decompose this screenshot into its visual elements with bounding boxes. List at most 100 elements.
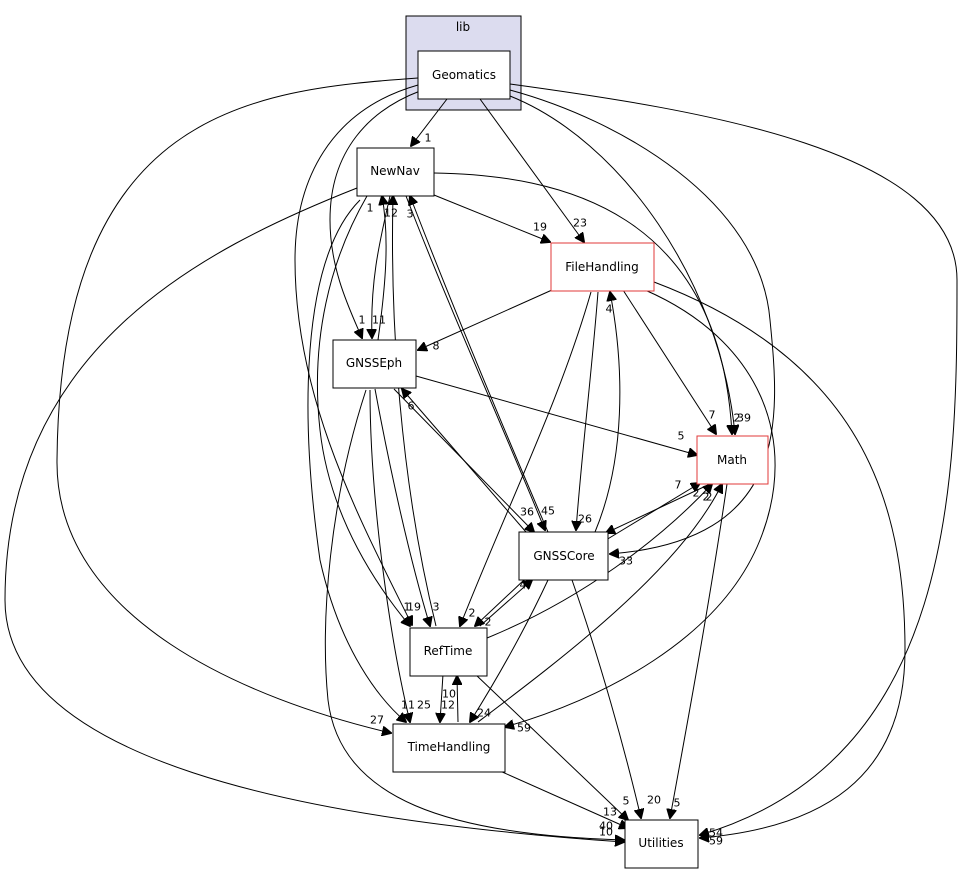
edge-newnav-gnsseph	[372, 195, 391, 338]
edge-label-newnav-math: 2	[734, 412, 741, 425]
node-filehandling[interactable]: FileHandling	[550, 242, 655, 292]
node-gnsseph[interactable]: GNSSEph	[332, 339, 417, 389]
edge-label-math-gnsscore: 7	[675, 479, 682, 492]
edge-label-time-util: 13	[603, 806, 617, 819]
edges	[4, 77, 958, 842]
edge-gnsscore-gnsseph	[402, 389, 527, 533]
node-geomatics-box	[417, 50, 511, 100]
node-filehandling-box	[550, 242, 655, 292]
edge-label-newnav-gnsseph: 11	[372, 314, 386, 327]
edge-geomatics-timehandling	[56, 77, 419, 733]
edge-label-gnsscore-util: 20	[647, 794, 661, 807]
edge-label-math-util: 5	[674, 797, 681, 810]
edge-label-gnsseph-time: 25	[417, 699, 431, 712]
edge-label-reftime-math: 2	[703, 491, 710, 504]
edge-filehandling-math	[622, 289, 716, 434]
edge-filehandling-timehandling	[505, 289, 776, 727]
edge-filehandling-gnsseph	[418, 289, 553, 350]
node-gnsseph-box	[332, 339, 417, 389]
node-utilities-box	[624, 819, 699, 869]
node-reftime-label: RefTime	[424, 644, 473, 658]
edge-newnav-timehandling	[307, 199, 406, 722]
node-utilities-label: Utilities	[638, 836, 683, 850]
edge-label-gnsscore-gnsseph: 6	[408, 400, 415, 413]
edge-gnsscore-math	[605, 483, 700, 541]
node-newnav-box	[356, 147, 435, 197]
edge-label-gnsseph-math: 5	[678, 430, 685, 443]
edge-label-newnav-gnsscore: 45	[541, 505, 555, 518]
edge-label-gnsscore-time: 24	[477, 707, 491, 720]
edge-label-newnav-util: 40	[599, 820, 613, 833]
edge-math-utilities	[670, 483, 728, 818]
edge-label-reftime-util: 5	[623, 795, 630, 808]
edge-newnav-utilities	[4, 187, 624, 842]
edge-label-gnsseph-gnsscore: 36	[520, 506, 534, 519]
node-gnsscore-label: GNSSCore	[533, 549, 594, 563]
edge-label-gnsscore-reftime: 2	[469, 607, 476, 620]
edge-label-newnav-time: 11	[401, 699, 415, 712]
edge-label-geo-gnsseph: 1	[359, 314, 366, 327]
edge-filehandling-gnsscore	[576, 291, 599, 530]
edge-label-gnsseph-util: 10	[599, 826, 613, 839]
node-utilities[interactable]: Utilities	[624, 819, 699, 869]
edge-timehandling-reftime	[457, 676, 458, 723]
edge-label-geo-file: 23	[573, 217, 587, 230]
edge-geomatics-gnsscore	[509, 89, 776, 554]
edge-label-time-math: 2	[706, 491, 713, 504]
edge-label-file-reftime: 2	[485, 616, 492, 629]
edge-filehandling-utilities	[653, 281, 906, 838]
edge-label-gnsseph-newnav: 1	[367, 202, 374, 215]
edge-label-file-gnsseph: 8	[433, 340, 440, 353]
edge-newnav-gnsscore	[405, 195, 545, 530]
edge-filehandling-reftime	[460, 291, 592, 626]
node-newnav[interactable]: NewNav	[356, 147, 435, 197]
edge-geomatics-newnav	[411, 98, 448, 146]
edge-reftime-gnsscore	[479, 580, 532, 627]
node-timehandling-label: TimeHandling	[407, 740, 491, 754]
edge-label-geo-newnav: 1	[425, 132, 432, 145]
edge-gnsscore-reftime	[475, 579, 525, 626]
node-reftime[interactable]: RefTime	[409, 627, 488, 677]
node-math-box	[696, 435, 769, 485]
edge-label-gnsscore-math: 2	[693, 487, 700, 500]
edge-label-file-time: 59	[517, 722, 531, 735]
edge-newnav-reftime	[316, 195, 410, 626]
edge-newnav-math	[433, 172, 732, 434]
edge-newnav-filehandling	[433, 194, 550, 242]
node-timehandling[interactable]: TimeHandling	[392, 723, 506, 773]
node-newnav-label: NewNav	[370, 164, 420, 178]
edge-label-gnsseph-reftime: 3	[433, 601, 440, 614]
edge-gnsseph-reftime	[374, 388, 430, 626]
edge-label-newnav-file: 19	[533, 221, 547, 234]
edge-gnsseph-math	[415, 375, 697, 455]
edge-label-file-math: 7	[709, 409, 716, 422]
edge-label-geo-gnsscore: 33	[619, 555, 633, 568]
edge-timehandling-math	[477, 484, 722, 723]
edge-reftime-math	[486, 484, 712, 639]
edge-label-gnsscore-newnav: 3	[407, 208, 414, 221]
node-math[interactable]: Math	[696, 435, 769, 485]
edge-math-gnsscore	[606, 483, 711, 533]
edge-reftime-timehandling	[440, 673, 443, 722]
edge-label-reftime-time: 12	[441, 699, 455, 712]
edge-timehandling-utilities	[499, 770, 628, 828]
node-geomatics-label: Geomatics	[432, 68, 496, 82]
edge-labels: 1 23 1 39 33 19 27 54 59 19 11 2 45 1 11…	[359, 132, 752, 848]
edge-label-geo-math: 39	[737, 412, 751, 425]
edge-gnsscore-newnav	[410, 196, 549, 533]
edge-reftime-utilities	[474, 673, 628, 820]
edge-geomatics-utilities	[509, 83, 958, 835]
edge-label-reftime-gnsscore: 4	[520, 579, 527, 592]
node-gnsseph-label: GNSSEph	[346, 356, 402, 370]
edge-gnsscore-filehandling	[594, 292, 621, 533]
edge-label-reftime-newnav: 12	[384, 207, 398, 220]
node-reftime-box	[409, 627, 488, 677]
node-gnsscore[interactable]: GNSSCore	[518, 531, 609, 581]
edge-label-time-reftime: 10	[442, 688, 456, 701]
node-math-label: Math	[717, 453, 747, 467]
edge-gnsseph-utilities	[324, 389, 624, 840]
edge-label-geo-util2: 59	[709, 835, 723, 848]
node-geomatics[interactable]: Geomatics	[417, 50, 511, 100]
edge-gnsscore-timehandling	[470, 579, 549, 722]
edge-gnsseph-timehandling	[369, 389, 410, 722]
